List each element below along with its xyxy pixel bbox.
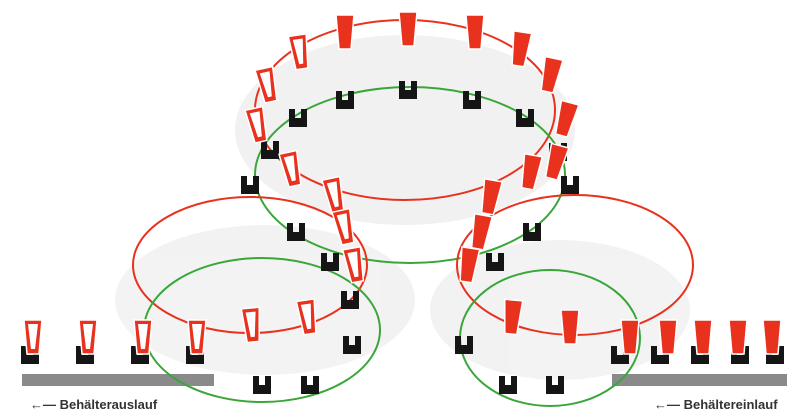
left-arrow-icon: ←— bbox=[654, 397, 684, 412]
left-arrow-icon: ←— bbox=[30, 397, 60, 412]
full-container bbox=[540, 55, 564, 94]
holder-puck bbox=[486, 253, 504, 271]
holder-puck bbox=[253, 376, 271, 394]
holder-puck bbox=[399, 81, 417, 99]
holder-puck bbox=[561, 176, 579, 194]
full-container bbox=[554, 99, 580, 138]
inlet-rail bbox=[612, 374, 787, 386]
full-container bbox=[398, 11, 418, 47]
empty-container bbox=[78, 319, 98, 355]
empty-container bbox=[187, 319, 207, 355]
holder-puck bbox=[287, 223, 305, 241]
full-container bbox=[465, 14, 485, 50]
full-container bbox=[520, 152, 544, 191]
full-container bbox=[480, 177, 504, 216]
full-container bbox=[693, 319, 713, 355]
full-container bbox=[620, 319, 640, 355]
containers bbox=[23, 11, 782, 355]
holder-puck bbox=[499, 376, 517, 394]
full-container bbox=[728, 319, 748, 355]
inlet-label-group: ←— Behältereinlauf bbox=[654, 397, 778, 412]
empty-container bbox=[295, 298, 317, 336]
outlet-label-group: ←— Behälterauslauf bbox=[30, 397, 157, 412]
holder-puck bbox=[321, 253, 339, 271]
holder-puck bbox=[523, 223, 541, 241]
outlet-label: Behälterauslauf bbox=[59, 397, 158, 412]
holder-puck bbox=[301, 376, 319, 394]
full-container bbox=[335, 14, 355, 50]
full-container bbox=[658, 319, 678, 355]
holder-puck bbox=[463, 91, 481, 109]
holder-puck bbox=[341, 291, 359, 309]
background-shadow bbox=[115, 35, 690, 380]
holder-puck bbox=[546, 376, 564, 394]
holder-puck bbox=[516, 109, 534, 127]
full-container bbox=[762, 319, 782, 355]
empty-container bbox=[254, 65, 278, 104]
full-container bbox=[560, 309, 580, 345]
empty-container bbox=[244, 105, 268, 144]
holder-puck bbox=[336, 91, 354, 109]
empty-container bbox=[23, 319, 43, 355]
inlet-label: Behältereinlauf bbox=[683, 397, 778, 412]
full-container bbox=[459, 246, 481, 284]
empty-container bbox=[287, 33, 309, 71]
holder-puck bbox=[289, 109, 307, 127]
empty-container bbox=[133, 319, 153, 355]
top-carousel-green-ring bbox=[254, 86, 566, 264]
empty-container bbox=[240, 306, 260, 344]
empty-container bbox=[331, 207, 355, 246]
full-container bbox=[544, 142, 570, 181]
full-container bbox=[504, 298, 524, 336]
holder-puck bbox=[261, 141, 279, 159]
outlet-rail bbox=[22, 374, 214, 386]
empty-container bbox=[341, 245, 365, 284]
full-container bbox=[470, 212, 494, 251]
empty-container bbox=[278, 149, 302, 188]
holder-puck bbox=[455, 336, 473, 354]
holder-puck bbox=[343, 336, 361, 354]
full-container bbox=[511, 30, 533, 68]
holder-puck bbox=[241, 176, 259, 194]
